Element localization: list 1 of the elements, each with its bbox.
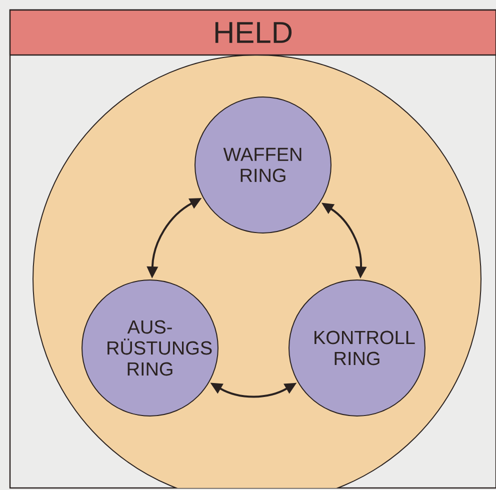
title-band: HELD (9, 9, 496, 56)
